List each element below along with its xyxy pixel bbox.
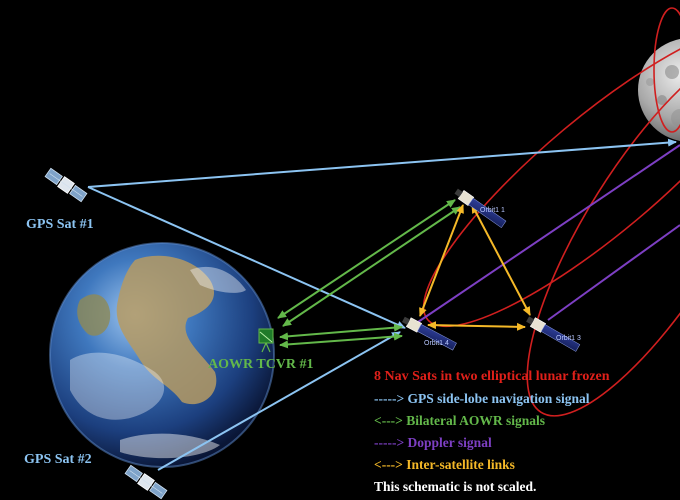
aowr-link-3 [279,323,403,341]
nav-sat-orbit1-1-icon [454,188,507,229]
gps-signal-sat1-to-moon [87,138,677,188]
lunar-orbit-3 [653,7,680,133]
nav-sat-orbit1-4-icon [401,316,457,351]
gps-sat-2-icon [124,464,168,500]
doppler-signal-line-2 [547,224,680,321]
aowr-link-4 [279,332,403,349]
lunar-orbit-1 [422,22,680,328]
orbit-tag-1: Orbit1 1 [480,207,505,214]
doppler-signals [417,144,680,323]
legend-gps-signal: -----> GPS side-lobe navigation signal [374,391,590,406]
gps-sat-1-icon [44,167,88,203]
isl-left-to-right [427,321,526,331]
aowr-antenna-icon [258,328,274,353]
legend-aowr-signals: <---> Bilateral AOWR signals [374,413,546,428]
legend-not-scaled-note: This schematic is not scaled. [374,479,537,494]
aowr-link-2 [282,206,461,327]
gps-sat-1-label: GPS Sat #1 [26,217,94,232]
isl-top-to-right [471,204,531,316]
nav-sat-orbit1-3-icon [526,316,581,352]
gps-sat-2-label: GPS Sat #2 [24,452,92,467]
orbit-tag-4: Orbit1 4 [424,340,449,347]
inter-satellite-links [419,204,531,331]
aowr-tcvr-label: AOWR TCVR #1 [208,357,314,372]
isl-top-to-left [419,204,464,317]
legend-doppler-signal: -----> Doppler signal [374,435,492,450]
gps-signal-sat2-to-navsat [157,331,401,471]
legend-inter-satellite-links: <---> Inter-satellite links [374,457,515,472]
earth [49,242,275,468]
doppler-signal-line [417,144,680,323]
orbit-tag-3: Orbit1 3 [556,335,581,342]
moon [638,38,680,142]
legend-title: 8 Nav Sats in two elliptical lunar froze… [374,369,610,384]
aowr-link-1 [277,199,456,319]
lunar-orbit-2 [526,43,680,417]
